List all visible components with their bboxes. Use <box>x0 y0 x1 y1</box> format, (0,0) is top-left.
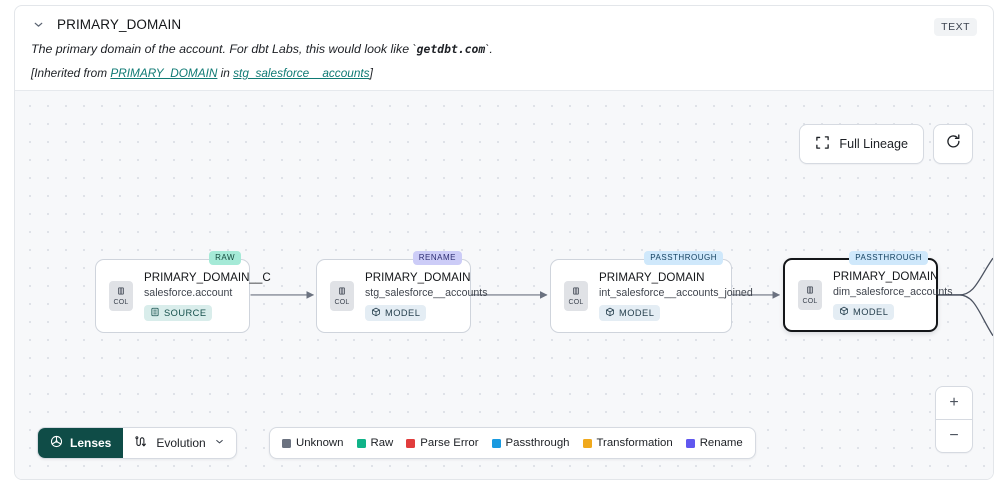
columns-icon <box>805 285 815 297</box>
legend-label: Parse Error <box>420 437 479 449</box>
columns-icon <box>571 286 581 298</box>
node-subtitle: dim_salesforce_accounts <box>833 286 953 299</box>
node-type-label: MODEL <box>853 307 889 318</box>
cube-icon <box>605 307 615 319</box>
chevron-down-icon[interactable] <box>31 18 45 32</box>
node-ribbon: PASSTHROUGH <box>849 251 928 265</box>
lineage-edges <box>250 257 993 337</box>
refresh-button[interactable] <box>933 124 973 164</box>
inherited-from-note: [Inherited from PRIMARY_DOMAIN in stg_sa… <box>31 66 977 80</box>
expand-icon <box>815 135 830 153</box>
inherited-mid: in <box>217 65 234 80</box>
node-title: PRIMARY_DOMAIN <box>599 270 705 284</box>
column-description: The primary domain of the account. For d… <box>31 41 977 59</box>
node-type-badge: MODEL <box>365 305 427 322</box>
node-title: PRIMARY_DOMAIN__C <box>144 270 271 284</box>
lineage-node[interactable]: PASSTHROUGH COL PRIMARY_DOMAIN int_salesfor… <box>550 251 753 333</box>
legend-item: Parse Error <box>406 437 479 449</box>
page-title: PRIMARY_DOMAIN <box>57 17 182 32</box>
full-lineage-label: Full Lineage <box>839 137 908 151</box>
column-chip-label: COL <box>334 299 350 306</box>
aperture-icon <box>50 435 63 451</box>
node-title: PRIMARY_DOMAIN <box>833 269 939 283</box>
column-chip: COL <box>330 281 354 311</box>
node-type-badge: SOURCE <box>144 305 213 322</box>
node-subtitle: salesforce.account <box>144 287 233 300</box>
legend-item: Unknown <box>282 437 344 449</box>
lineage-legend: Unknown Raw Parse Error Passthrough Transfor… <box>269 427 756 459</box>
evolution-dropdown[interactable]: Evolution <box>123 428 235 458</box>
lenses-group: Lenses Evolution <box>37 427 237 459</box>
canvas-top-controls: Full Lineage <box>799 124 973 164</box>
evolution-icon <box>134 435 148 452</box>
node-ribbon: RAW <box>209 251 241 265</box>
column-lineage-panel: PRIMARY_DOMAIN TEXT The primary domain o… <box>14 5 994 480</box>
description-prefix: The primary domain of the account. For d… <box>31 42 417 56</box>
lineage-node[interactable]: RENAME COL PRIMARY_DOMAIN stg_salesforce__a… <box>316 251 488 333</box>
node-type-label: MODEL <box>619 308 655 319</box>
node-body: PRIMARY_DOMAIN int_salesforce__accounts_j… <box>599 271 753 322</box>
inherited-column-link[interactable]: PRIMARY_DOMAIN <box>110 65 218 80</box>
header-divider <box>15 90 993 91</box>
legend-label: Rename <box>699 437 743 449</box>
legend-swatch <box>491 438 501 448</box>
column-chip: COL <box>109 281 133 311</box>
status-badge: TEXT <box>934 18 977 36</box>
column-chip: COL <box>798 280 822 310</box>
refresh-icon <box>945 133 962 155</box>
zoom-controls: + − <box>935 386 973 453</box>
node-subtitle: stg_salesforce__accounts <box>365 287 488 300</box>
column-chip-label: COL <box>113 299 129 306</box>
legend-swatch <box>356 438 366 448</box>
description-code: getdbt.com <box>416 42 486 56</box>
lenses-button[interactable]: Lenses <box>38 428 124 458</box>
node-type-label: SOURCE <box>164 308 207 319</box>
full-lineage-button[interactable]: Full Lineage <box>799 124 924 164</box>
columns-icon <box>116 286 126 298</box>
legend-label: Unknown <box>296 437 344 449</box>
cube-icon <box>839 306 849 318</box>
node-type-badge: MODEL <box>833 304 895 321</box>
node-title: PRIMARY_DOMAIN <box>365 270 471 284</box>
legend-item: Transformation <box>582 437 673 449</box>
database-icon <box>150 307 160 319</box>
legend-item: Passthrough <box>491 437 570 449</box>
legend-swatch <box>685 438 695 448</box>
legend-label: Passthrough <box>505 437 570 449</box>
legend-item: Raw <box>356 437 394 449</box>
node-subtitle: int_salesforce__accounts_joined <box>599 287 753 300</box>
legend-swatch <box>582 438 592 448</box>
inherited-open: [Inherited from <box>31 65 111 80</box>
legend-swatch <box>282 438 291 448</box>
legend-swatch <box>406 438 416 448</box>
node-type-badge: MODEL <box>599 305 661 322</box>
zoom-out-button[interactable]: − <box>949 427 959 444</box>
node-ribbon: PASSTHROUGH <box>644 251 723 265</box>
lineage-canvas[interactable]: Full Lineage + − RAW COL PRIMARY_DOMAIN__C… <box>15 91 993 479</box>
lineage-node[interactable]: PASSTHROUGH COL PRIMARY_DOMAIN dim_salesfor… <box>783 251 953 332</box>
zoom-in-button[interactable]: + <box>936 387 972 420</box>
legend-item: Rename <box>685 437 743 449</box>
panel-header: PRIMARY_DOMAIN TEXT The primary domain o… <box>15 6 993 90</box>
cube-icon <box>371 307 381 319</box>
node-ribbon: RENAME <box>412 251 462 265</box>
lineage-node[interactable]: RAW COL PRIMARY_DOMAIN__C salesforce.accoun… <box>95 251 271 333</box>
column-chip-label: COL <box>802 298 818 305</box>
lenses-label: Lenses <box>70 436 112 450</box>
node-type-label: MODEL <box>385 308 421 319</box>
description-suffix: `. <box>485 42 493 56</box>
canvas-bottom-bar: Lenses Evolution Unkn <box>15 427 993 459</box>
columns-icon <box>337 286 347 298</box>
chevron-down-icon <box>214 436 225 450</box>
column-chip-label: COL <box>568 299 584 306</box>
evolution-label: Evolution <box>156 436 206 450</box>
legend-label: Transformation <box>596 437 673 449</box>
column-chip: COL <box>564 281 588 311</box>
inherited-model-link[interactable]: stg_salesforce__accounts <box>233 65 370 80</box>
legend-label: Raw <box>370 437 394 449</box>
inherited-close: ] <box>369 65 373 80</box>
